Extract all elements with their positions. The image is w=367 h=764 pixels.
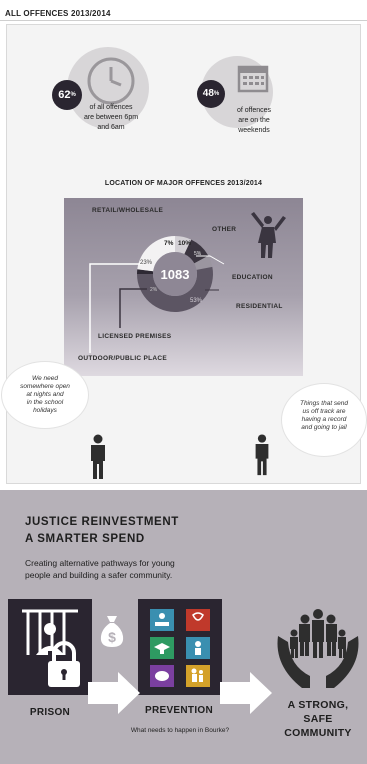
stat-text-night: of all offences are between 6pm and 6am — [66, 103, 156, 133]
padlock-shackle — [52, 641, 76, 661]
stat-text-line: and 6am — [97, 124, 125, 131]
step-label-prison: PRISON — [29, 707, 71, 718]
label-other: OTHER — [212, 226, 237, 233]
slice-label-residential: 53% — [190, 298, 203, 304]
donut-slice-residential — [137, 266, 213, 312]
label-outdoor: OUTDOOR/PUBLIC PLACE — [78, 355, 168, 362]
stat-text-line: of all offences — [89, 104, 133, 111]
slice-label-education: 10% — [178, 240, 191, 247]
step-label-prevention: PREVENTION — [144, 705, 213, 716]
stat-text-line: of offences — [236, 107, 272, 114]
person-icon-right — [255, 434, 269, 476]
leader-line-licensed — [119, 288, 147, 328]
calendar-icon — [237, 65, 269, 93]
stat-text-line: are between 6pm — [83, 114, 139, 121]
page-header-title: ALL OFFENCES 2013/2014 — [5, 9, 111, 18]
donut-slice-outdoor-public-place — [137, 236, 175, 272]
quote-line: and going to jail — [301, 424, 347, 431]
label-education: EDUCATION — [232, 274, 273, 281]
justice-title-line1: JUSTICE REINVESTMENT — [25, 516, 179, 528]
donut-slice-licensed-premises — [137, 269, 154, 274]
slice-label-outdoor: 23% — [140, 260, 153, 266]
community-line: A STRONG, — [287, 699, 349, 711]
quote-bubble-right: Things that send us off track are having… — [282, 384, 366, 456]
donut-slice-education — [184, 239, 209, 264]
leader-line-education — [196, 255, 225, 265]
community-family-icon — [277, 609, 359, 688]
arrow-right-icon — [220, 672, 272, 714]
donut-slice-other — [175, 236, 192, 255]
education-tile-icon — [150, 609, 174, 631]
label-residential: RESIDENTIAL — [236, 303, 283, 310]
person-icon-left — [91, 434, 105, 479]
step-label-community: A STRONG, SAFE COMMUNITY — [272, 698, 364, 740]
donut-slices — [137, 236, 213, 312]
quote-line: at nights and — [26, 391, 64, 398]
community-line: COMMUNITY — [284, 727, 352, 739]
cheering-person-icon — [251, 212, 286, 258]
stat-unit-weekend: % — [213, 91, 220, 97]
donut-total: 1083 — [161, 267, 190, 282]
donut-slice-retail-wholesale — [194, 255, 213, 270]
quote-line: us off track are — [302, 408, 346, 415]
slice-label-education-small: 5% — [194, 251, 202, 257]
prison-icon — [8, 599, 92, 695]
quote-bubble-left: We need somewhere open at nights and in … — [2, 362, 88, 428]
quote-line: in the school — [26, 399, 64, 406]
stat-unit-night: % — [70, 92, 76, 98]
justice-subtitle-line1: Creating alternative pathways for young — [25, 558, 175, 568]
stat-text-weekend: of offences are on the weekends — [215, 106, 293, 136]
arrow-right-icon — [88, 672, 140, 714]
quote-line: Things that send — [299, 400, 349, 407]
prevention-tiles — [150, 609, 210, 687]
stat-badge-weekend: 48% — [197, 80, 225, 108]
stat-value-weekend: 48 — [202, 88, 214, 99]
stat-text-line: are on the — [238, 117, 270, 124]
quote-line: somewhere open — [20, 383, 70, 390]
stat-text-line: weekends — [238, 127, 270, 134]
money-bag-icon: $ — [100, 616, 124, 647]
clock-icon — [87, 57, 135, 105]
location-chart-title: LOCATION OF MAJOR OFFENCES 2013/2014 — [104, 180, 263, 187]
slice-label-licensed: 2% — [150, 287, 158, 293]
money-bag-symbol: $ — [108, 629, 116, 645]
location-chart: 1083 7% 10% 5% 23% 2% 53% — [64, 198, 303, 376]
label-licensed: LICENSED PREMISES — [98, 333, 172, 340]
leader-line-outdoor — [89, 263, 142, 353]
header-divider — [0, 20, 367, 21]
bourke-question: What needs to happen in Bourke? — [130, 727, 230, 734]
stat-value-night: 62 — [58, 89, 71, 101]
community-line: SAFE — [303, 713, 333, 725]
slice-label-other: 7% — [164, 240, 174, 247]
donut-hole — [153, 252, 197, 296]
label-retail: RETAIL/WHOLESALE — [92, 207, 164, 214]
justice-title-line2: A SMARTER SPEND — [25, 533, 145, 545]
justice-subtitle-line2: people and building a safer community. — [25, 570, 173, 580]
family-tile-icon — [186, 665, 210, 687]
quote-line: We need — [32, 375, 58, 382]
quote-line: having a record — [301, 416, 347, 423]
quote-line: holidays — [33, 407, 57, 414]
stat-badge-night: 62% — [52, 80, 82, 110]
